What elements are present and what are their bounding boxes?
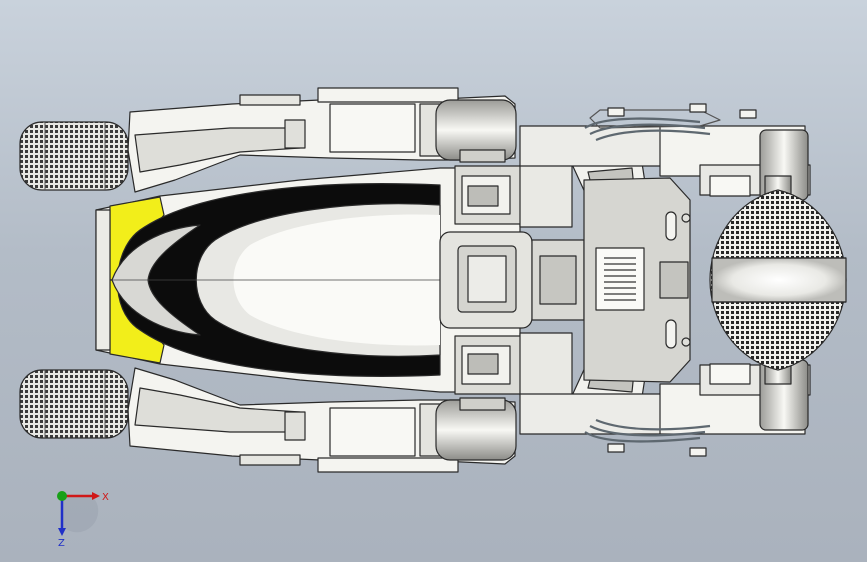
rear-lower-assembly[interactable] [519, 359, 811, 457]
front-body[interactable] [95, 167, 521, 393]
top-left-wheel[interactable] [19, 121, 129, 191]
z-axis-label: Z [58, 538, 65, 548]
bottom-joint[interactable] [435, 397, 517, 461]
z-axis-arrow-icon [58, 528, 66, 536]
y-axis-dot-icon [57, 491, 67, 501]
vent-grille-icon [604, 257, 636, 301]
bottom-left-wheel[interactable] [19, 369, 129, 439]
top-arm[interactable] [127, 87, 516, 193]
lower-cable-bundle [584, 418, 711, 443]
top-joint[interactable] [435, 99, 517, 163]
center-module[interactable] [439, 231, 585, 329]
rear-spherical-wheel[interactable] [709, 175, 847, 385]
x-axis-label: X [102, 492, 109, 503]
x-axis-arrow-icon [92, 492, 100, 500]
upper-cable-bundle [584, 117, 711, 142]
bottom-arm[interactable] [127, 367, 516, 473]
rear-upper-assembly[interactable] [519, 103, 811, 201]
rear-chassis[interactable] [583, 177, 691, 383]
orientation-triad: X Z [57, 491, 109, 548]
